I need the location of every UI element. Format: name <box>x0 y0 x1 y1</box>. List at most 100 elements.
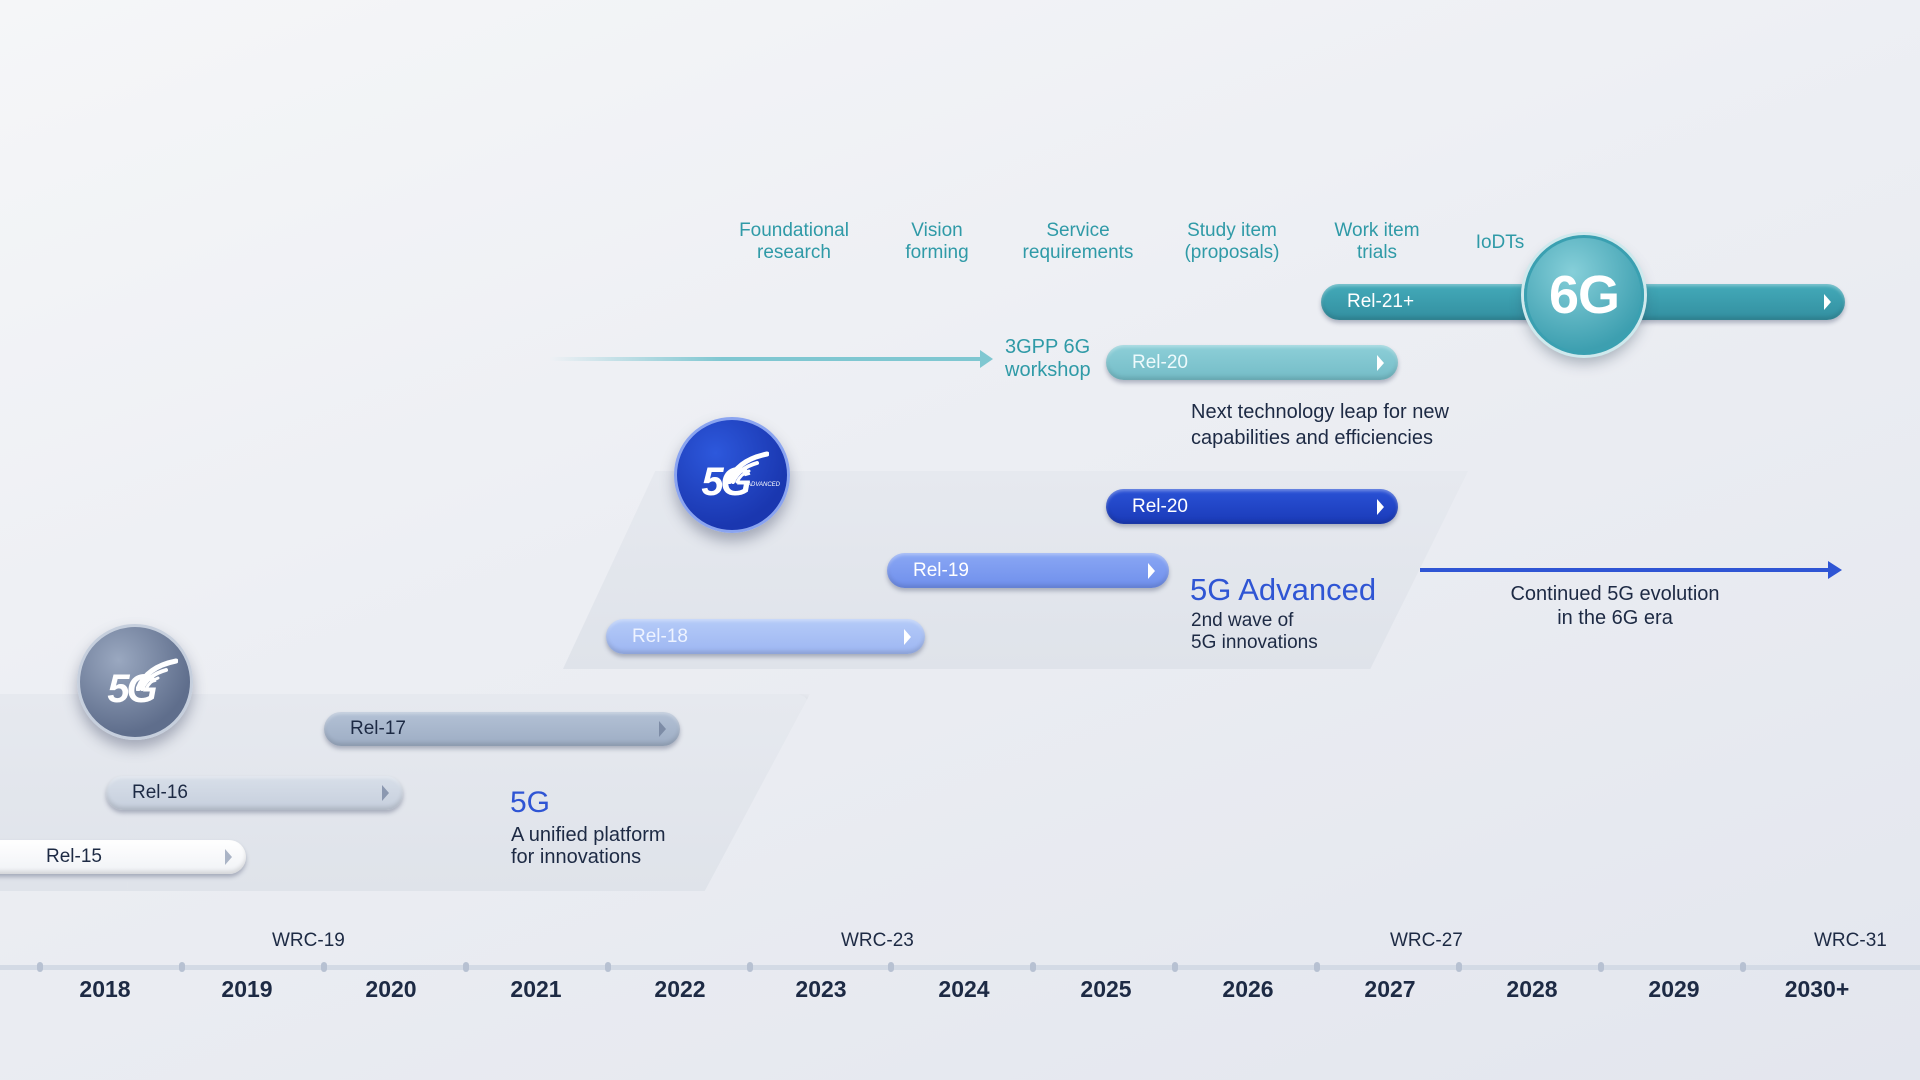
subtitle-line: for innovations <box>511 846 642 868</box>
arrowhead-icon <box>1828 561 1842 579</box>
stage-line: Work item <box>1334 220 1420 241</box>
stage-foundational-research: Foundational research <box>734 220 854 264</box>
axis-tick <box>1030 962 1036 972</box>
stage-line: requirements <box>1022 242 1134 263</box>
stage-line: trials <box>1356 242 1398 263</box>
continued-evolution-label: Continued 5G evolution in the 6G era <box>1478 582 1752 630</box>
stage-line: research <box>757 242 831 263</box>
arrowhead-icon <box>980 350 993 368</box>
stage-line: Study item <box>1187 220 1277 241</box>
label-line: workshop <box>1005 359 1091 381</box>
3gpp-6g-workshop-label: 3GPP 6G workshop <box>1005 336 1091 382</box>
year-label: 2020 <box>365 976 417 1002</box>
6g-description: Next technology leap for new capabilitie… <box>1191 399 1449 451</box>
year-label: 2021 <box>510 976 562 1002</box>
label-line: 3GPP 6G <box>1005 336 1091 358</box>
stage-line: IoDTs <box>1475 232 1525 253</box>
year-label: 2024 <box>938 976 990 1002</box>
5g-logo-badge: 5G <box>77 624 193 740</box>
release-label: Rel-20 <box>1132 351 1188 373</box>
release-bar-rel-15[interactable]: Rel-15 <box>0 840 246 874</box>
axis-tick <box>605 962 611 972</box>
description-line: Next technology leap for new <box>1191 401 1449 423</box>
stage-work-item-trials: Work item trials <box>1320 220 1434 264</box>
axis-tick <box>179 962 185 972</box>
axis-tick <box>1314 962 1320 972</box>
release-label: Rel-18 <box>632 625 688 647</box>
subtitle-line: A unified platform <box>511 824 666 846</box>
advanced-label: ADVANCED <box>747 482 781 488</box>
chevron-right-icon <box>659 721 666 737</box>
timeline-axis <box>0 965 1920 970</box>
release-label: Rel-17 <box>350 718 406 739</box>
stage-service-requirements: Service requirements <box>1014 220 1142 264</box>
release-bar-rel-20-5ga[interactable]: Rel-20 <box>1106 489 1398 524</box>
axis-tick <box>1456 962 1462 972</box>
axis-tick <box>1740 962 1746 972</box>
wrc-label: WRC-27 <box>1390 930 1463 951</box>
release-bar-rel-16[interactable]: Rel-16 <box>106 776 403 810</box>
subtitle-line: 2nd wave of <box>1191 610 1294 631</box>
stage-study-item: Study item (proposals) <box>1172 220 1292 264</box>
stage-line: forming <box>905 242 969 263</box>
wrc-label: WRC-19 <box>272 930 345 951</box>
release-label: Rel-15 <box>46 846 102 867</box>
release-bar-rel-17[interactable]: Rel-17 <box>324 712 680 746</box>
6g-logo-text: 6G <box>1548 265 1620 325</box>
release-label: Rel-19 <box>913 559 969 581</box>
release-bar-rel-20-6g[interactable]: Rel-20 <box>1106 345 1398 380</box>
release-label: Rel-21+ <box>1347 291 1415 312</box>
5g-advanced-logo-text: 5G <box>701 459 751 504</box>
year-label: 2022 <box>654 976 706 1002</box>
axis-tick <box>888 962 894 972</box>
subtitle-line: 5G innovations <box>1191 632 1318 653</box>
release-bar-rel-18[interactable]: Rel-18 <box>606 619 925 654</box>
axis-tick <box>1598 962 1604 972</box>
stage-line: (proposals) <box>1184 242 1280 263</box>
description-line: capabilities and efficiencies <box>1191 427 1434 449</box>
chevron-right-icon <box>1377 498 1384 515</box>
chevron-right-icon <box>225 849 232 865</box>
5g-advanced-era-subtitle: 2nd wave of 5G innovations <box>1191 610 1318 654</box>
year-label: 2027 <box>1364 976 1416 1002</box>
year-label: 2023 <box>795 976 847 1002</box>
axis-tick <box>321 962 327 972</box>
year-label: 2019 <box>221 976 273 1002</box>
axis-tick <box>747 962 753 972</box>
release-label: Rel-20 <box>1132 495 1188 517</box>
wrc-label: WRC-23 <box>841 930 914 951</box>
chevron-right-icon <box>1824 294 1831 310</box>
chevron-right-icon <box>904 628 911 645</box>
wrc-label: WRC-31 <box>1814 930 1887 951</box>
stage-vision-forming: Vision forming <box>887 220 987 264</box>
stage-line: Vision <box>911 220 963 241</box>
axis-tick <box>1172 962 1178 972</box>
year-label: 2025 <box>1080 976 1132 1002</box>
stage-iodts: IoDTs <box>1460 232 1540 254</box>
year-label: 2028 <box>1506 976 1558 1002</box>
chevron-right-icon <box>1148 562 1155 579</box>
5g-era-title: 5G <box>510 786 551 819</box>
release-bar-rel-19[interactable]: Rel-19 <box>887 553 1169 588</box>
axis-tick <box>463 962 469 972</box>
axis-tick <box>37 962 43 972</box>
5g-advanced-era-title: 5G Advanced <box>1190 572 1377 607</box>
label-line: in the 6G era <box>1557 607 1673 629</box>
5g-advanced-logo-badge: 5G ADVANCED <box>674 417 790 533</box>
year-label: 2029 <box>1648 976 1700 1002</box>
signal-waves-icon <box>136 658 178 691</box>
year-label: 2018 <box>79 976 131 1002</box>
continued-evolution-arrow <box>1420 568 1830 572</box>
release-label: Rel-16 <box>132 782 188 803</box>
chevron-right-icon <box>382 785 389 801</box>
stage-line: Service <box>1046 220 1110 241</box>
year-label: 2030+ <box>1784 976 1850 1002</box>
year-label: 2026 <box>1222 976 1274 1002</box>
stage-line: Foundational <box>739 220 849 241</box>
signal-waves-icon <box>727 451 769 484</box>
6g-workshop-lead-line <box>550 357 980 361</box>
label-line: Continued 5G evolution <box>1510 583 1720 605</box>
6g-logo-badge: 6G <box>1524 235 1644 355</box>
5g-era-subtitle: A unified platform for innovations <box>511 824 666 868</box>
chevron-right-icon <box>1377 354 1384 371</box>
